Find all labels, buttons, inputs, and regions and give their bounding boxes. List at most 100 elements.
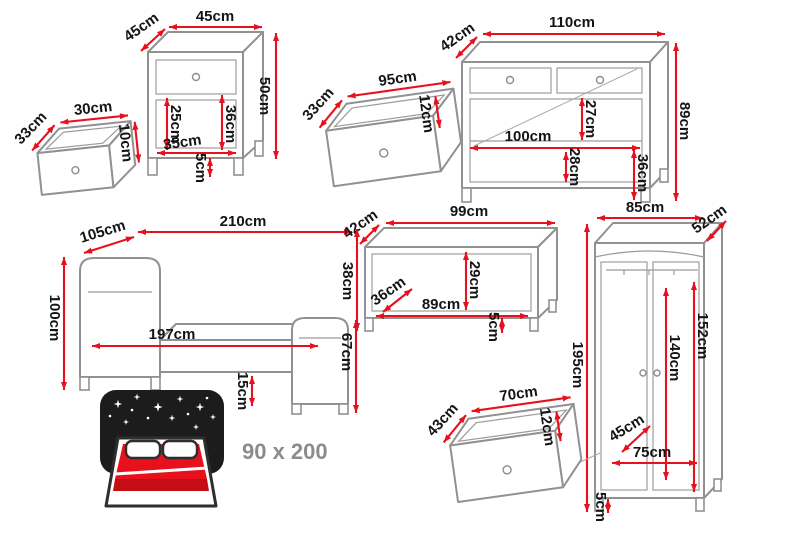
- sleeping-area-icon: 90 x 200: [100, 390, 328, 508]
- bed-length-label: 210cm: [220, 213, 267, 230]
- nightstand-height-label: 50cm: [256, 77, 273, 115]
- bed-headboard: [79, 257, 161, 378]
- nightstand-drawer-depth-dim: [31, 124, 56, 152]
- bed-side-rail: [159, 339, 293, 373]
- chest-height-label: 89cm: [676, 102, 693, 140]
- chest: 42cm 110cm 89cm 27cm 100cm 28cm 36cm: [437, 14, 693, 203]
- star-dot: [130, 408, 134, 412]
- nightstand-top-width-label: 45cm: [196, 8, 234, 25]
- bench-leg: [364, 317, 374, 332]
- bed-clearance-label: 15cm: [234, 372, 251, 410]
- chest-lower-shelf-height-label: 28cm: [566, 148, 583, 186]
- bench-leg: [548, 299, 557, 313]
- wardrobe-leg-height-label: 5cm: [592, 492, 609, 522]
- bench-top-width-label: 99cm: [450, 203, 488, 220]
- bed-leg: [79, 376, 90, 391]
- drawer-knob: [595, 75, 605, 85]
- bench-leg: [529, 317, 539, 332]
- wardrobe-leg: [713, 478, 722, 492]
- bench-niche-depth-dim: [382, 288, 413, 313]
- star-dot: [205, 396, 209, 400]
- drawer-knob: [379, 148, 389, 158]
- icon-pillow: [161, 439, 199, 460]
- bed-leg: [291, 403, 302, 415]
- door-knob: [639, 369, 647, 377]
- wardrobe-interior-width-label: 75cm: [633, 444, 671, 461]
- wardrobe-height-label: 195cm: [569, 342, 586, 389]
- drawer-knob: [71, 165, 80, 175]
- wardrobe-drawer-width-label: 70cm: [498, 383, 538, 405]
- chest-leg: [659, 168, 669, 183]
- chest-drawer: 33cm 95cm 12cm: [299, 68, 462, 188]
- wardrobe-side-face: [703, 222, 723, 499]
- wardrobe-interior-depth-dim: [621, 425, 651, 453]
- chest-base-height-label: 36cm: [634, 154, 651, 192]
- drawer-knob: [502, 465, 512, 475]
- leader-line: [473, 68, 638, 147]
- chest-drawer-height-dim: [433, 96, 442, 129]
- bench: 42cm 99cm 38cm 29cm 36cm 89cm 5cm: [339, 203, 558, 342]
- bed: 105cm 210cm 100cm 197cm 67cm 15cm: [46, 213, 360, 415]
- nightstand-leg: [254, 140, 264, 157]
- bed-footboard-height-label: 67cm: [338, 333, 355, 371]
- chest-drawer-depth-dim: [318, 99, 343, 129]
- bed-leg: [150, 376, 161, 391]
- chest-drawer-width-label: 95cm: [377, 68, 417, 90]
- wardrobe-drawer-width-dim: [471, 395, 571, 414]
- wardrobe-top-depth-dim: [706, 220, 727, 242]
- bench-niche-height-label: 29cm: [466, 261, 483, 299]
- sleeping-area-size-label: 90 x 200: [242, 439, 328, 464]
- chest-interior-width-label: 100cm: [505, 128, 552, 145]
- nightstand-leg: [233, 157, 244, 176]
- star-dot: [186, 412, 190, 416]
- wardrobe: 85cm 52cm 195cm 152cm 140cm 45cm 75cm 5c…: [569, 199, 730, 522]
- bed-headboard-height-label: 100cm: [46, 295, 63, 342]
- wardrobe-interior-height-label: 152cm: [694, 313, 711, 360]
- nightstand-leg-height-label: 5cm: [192, 153, 209, 183]
- wardrobe-top-width-label: 85cm: [626, 199, 664, 216]
- wardrobe-door-left: [600, 261, 648, 491]
- nightstand-top-depth-dim: [140, 28, 166, 52]
- nightstand-drawer-height-label: 10cm: [115, 123, 136, 163]
- nightstand-top-depth-label: 45cm: [121, 9, 162, 45]
- chest-top-depth-dim: [455, 36, 478, 59]
- nightstand-drawer-width-dim: [60, 113, 129, 125]
- star-dot: [146, 416, 150, 420]
- wardrobe-drawer: 43cm 70cm 12cm: [423, 383, 583, 503]
- wardrobe-leg: [594, 497, 604, 512]
- wardrobe-drawer-depth-label: 43cm: [423, 400, 461, 440]
- chest-side-face: [649, 41, 669, 189]
- chest-drawer-width-dim: [347, 80, 451, 99]
- bed-interior-length-label: 197cm: [149, 326, 196, 343]
- nightstand-drawer-width-label: 30cm: [73, 98, 113, 119]
- drawer-knob: [191, 72, 201, 82]
- wardrobe-drawer-height-label: 12cm: [536, 407, 558, 447]
- nightstand-interior-height-label: 36cm: [222, 105, 239, 143]
- icon-mattress-front: [113, 479, 209, 491]
- icon-blanket-fold: [114, 466, 208, 476]
- bench-leg-height-label: 5cm: [485, 312, 502, 342]
- chest-drawer-depth-label: 33cm: [299, 84, 337, 124]
- wardrobe-hanging-height-label: 140cm: [666, 335, 683, 382]
- bed-leg: [338, 403, 349, 415]
- icon-pillow: [124, 439, 162, 460]
- bench-niche-width-label: 89cm: [422, 296, 460, 313]
- bench-height-label: 38cm: [339, 262, 356, 300]
- wardrobe-drawer-depth-dim: [442, 414, 467, 444]
- wardrobe-drawer-height-dim: [554, 411, 563, 442]
- nightstand-drawer: 33cm 30cm 10cm: [11, 98, 142, 196]
- door-knob: [653, 369, 661, 377]
- wardrobe-crown-detail: [594, 250, 705, 258]
- bench-top-face: [364, 227, 558, 248]
- bed-width-dim: [83, 235, 135, 255]
- nightstand-drawer-depth-label: 33cm: [11, 108, 50, 147]
- nightstand-drawer-height-dim: [132, 121, 142, 163]
- bed-footboard: [291, 317, 349, 405]
- drawer-knob: [505, 75, 515, 85]
- chest-shelf-height-label: 27cm: [582, 100, 599, 138]
- chest-drawer-height-label: 12cm: [415, 94, 437, 134]
- chest-top-face: [461, 41, 669, 63]
- nightstand-shelf-height-label: 25cm: [167, 105, 184, 143]
- nightstand: 45cm 45cm 50cm 25cm 36cm 35cm 5cm: [121, 8, 280, 183]
